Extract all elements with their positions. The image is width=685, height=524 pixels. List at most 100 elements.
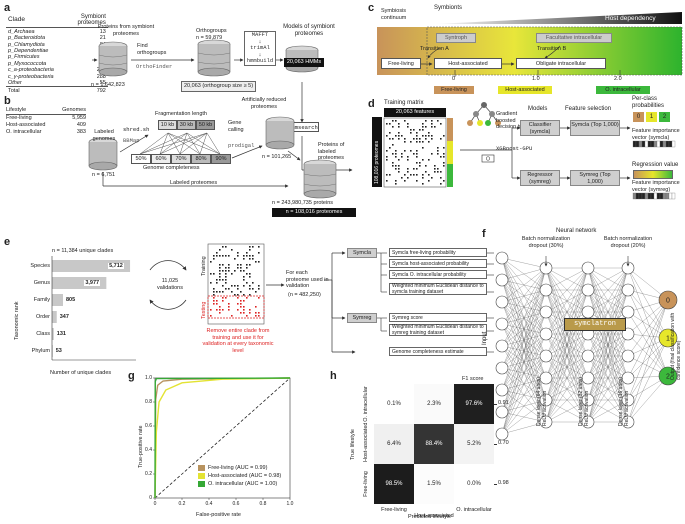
remove-note: Remove entire clade from training and us… bbox=[202, 328, 274, 354]
tool-hmmbuild: hmmbuild bbox=[246, 57, 274, 64]
for-each-label: For each proteome used in validation bbox=[286, 270, 329, 289]
rank-value-label: 3,977 bbox=[84, 280, 101, 286]
nn-output-label: 1 bbox=[666, 336, 670, 343]
roc-y-tick: 1.0 bbox=[145, 375, 152, 381]
clade-name: c_γ-proteobacteria bbox=[8, 73, 54, 80]
cm-row-label: Free-living bbox=[363, 471, 369, 497]
panel-e-label: e bbox=[4, 236, 11, 248]
tag-host-associated: Host-associated bbox=[498, 86, 552, 94]
symreg-e-box: Symreg bbox=[347, 313, 377, 323]
n-labeled-proteins: n = 243,980,735 proteins bbox=[272, 200, 334, 206]
cm-xlabel: Predicted lifestyle bbox=[408, 514, 452, 520]
roc-xlabel: False-positive rate bbox=[196, 512, 241, 518]
nn-node bbox=[581, 349, 595, 363]
panel-d-label: d bbox=[368, 98, 375, 110]
rank-tick-label: Phylum bbox=[31, 348, 50, 354]
nn-node bbox=[495, 339, 509, 353]
bn1-label: Batch normalization dropout (30%) bbox=[521, 236, 571, 249]
cm-f1-value: 0.70 bbox=[498, 440, 509, 446]
nn-node bbox=[621, 393, 635, 407]
class-1-box: 1 bbox=[646, 112, 657, 122]
clade-name: p_Dependentiae bbox=[8, 48, 49, 55]
roc-legend-label: Free-living (AUC = 0.99) bbox=[208, 465, 268, 471]
models-header: Models bbox=[528, 106, 548, 112]
continuum-label: Symbiosis continuum bbox=[381, 8, 407, 21]
roc-legend-item: Host-associated (AUC = 0.98) bbox=[198, 472, 282, 480]
roc-legend-label: O. intracellular (AUC = 1.00) bbox=[208, 481, 278, 487]
gbt-label: Gradient boosted decision trees bbox=[496, 111, 530, 130]
roc-legend-item: Free-living (AUC = 0.99) bbox=[198, 464, 282, 472]
clade-name: c_a-proteobacteria bbox=[8, 67, 54, 74]
nn-node bbox=[621, 415, 635, 429]
cm-cell: 6.4% bbox=[374, 424, 414, 464]
n-proteomes-badge: n = 108,016 proteomes bbox=[272, 208, 356, 217]
symbionts-label: Symbionts bbox=[434, 5, 463, 11]
n-proteins-label: n = 1,642,823 bbox=[91, 82, 125, 88]
completeness-box: 80% bbox=[191, 154, 211, 164]
tag-o-intracellular: O. intracellular bbox=[596, 86, 650, 94]
nn-node bbox=[581, 371, 595, 385]
symclatron-badge: symclatron bbox=[564, 318, 626, 331]
nn-node bbox=[581, 415, 595, 429]
roc-legend-swatch bbox=[198, 473, 205, 479]
gene-calling-label: Gene calling bbox=[228, 120, 244, 133]
regressor-box: Regressor (symreg) bbox=[520, 170, 560, 186]
rank-tick-label: Species bbox=[30, 263, 50, 269]
roc-x-tick: 0.2 bbox=[178, 501, 186, 507]
nn-node bbox=[581, 261, 595, 275]
nn-output-node bbox=[658, 366, 678, 386]
validation-output-box: Weighted minimum Euclidean distance to s… bbox=[389, 324, 487, 336]
nn-node bbox=[621, 283, 635, 297]
fragmentation-label: Fragmentation length bbox=[155, 111, 207, 117]
shred-label: shred.sh bbox=[123, 126, 150, 133]
rank-tick-label: Genus bbox=[33, 280, 50, 286]
n-reduced-label: n = 101,265 bbox=[262, 154, 292, 160]
roc-y-tick: 0.2 bbox=[145, 471, 152, 477]
clade-count: 55 bbox=[99, 80, 106, 87]
n-validation-label: (n = 482,250) bbox=[288, 292, 321, 298]
lifestyle-header: Lifestyle bbox=[6, 107, 27, 113]
class-0-box: 0 bbox=[633, 112, 644, 122]
proteins-of-labeled-label: Proteins of labeled proteomes bbox=[318, 142, 345, 161]
labeled-genomes-label: Labeled genomes bbox=[92, 129, 116, 142]
rank-bar bbox=[52, 294, 64, 306]
validation-output-box: Weighted minimum Euclidean distance to s… bbox=[389, 283, 487, 295]
clade-name: p_Myxococcota bbox=[8, 60, 47, 67]
labeled-proteomes-label: Labeled proteomes bbox=[170, 180, 218, 186]
lifestyle-count: 383 bbox=[76, 128, 86, 135]
score-0: 0 bbox=[452, 76, 456, 82]
tool-mafft: MAFFT bbox=[251, 31, 269, 38]
panel-f-label: f bbox=[482, 228, 486, 240]
roc-y-tick: 0.6 bbox=[145, 423, 152, 429]
tool-box: MAFFT ↓ trimAl ↓ hmmbuild bbox=[244, 31, 276, 66]
roc-x-tick: 0.8 bbox=[259, 501, 267, 507]
completeness-box: 60% bbox=[151, 154, 171, 164]
frag-box: 30 kb bbox=[177, 120, 196, 130]
nn-node bbox=[495, 251, 509, 265]
cm-ylabel: True lifestyle bbox=[350, 429, 356, 460]
rank-bar bbox=[52, 345, 53, 357]
lifestyle-name: O. intracellular bbox=[6, 128, 42, 135]
feature-selection-label: Feature selection bbox=[565, 106, 612, 112]
cm-cell: 5.2% bbox=[454, 424, 494, 464]
cm-row-label: O. intracellular bbox=[363, 386, 369, 422]
class-prob-boxes: 0 1 2 bbox=[633, 112, 670, 122]
cm-cell: 0.0% bbox=[454, 464, 494, 504]
roc-x-tick: 0 bbox=[153, 501, 157, 507]
panel-a-label: a bbox=[4, 2, 11, 14]
nn-node bbox=[539, 371, 553, 385]
genomes-header: Genomes bbox=[62, 107, 86, 113]
features-badge: 20,063 features bbox=[384, 108, 446, 117]
roc-legend-swatch bbox=[198, 465, 205, 471]
nn-node bbox=[539, 327, 553, 341]
fiv-symreg-label: Feature importance vector (symreg) bbox=[632, 180, 680, 193]
clade-name: p_Bacteroidota bbox=[8, 35, 45, 42]
panel-h-label: h bbox=[330, 370, 337, 382]
roc-y-tick: 0.4 bbox=[145, 447, 152, 453]
syntroph-box: Syntroph bbox=[436, 33, 476, 43]
